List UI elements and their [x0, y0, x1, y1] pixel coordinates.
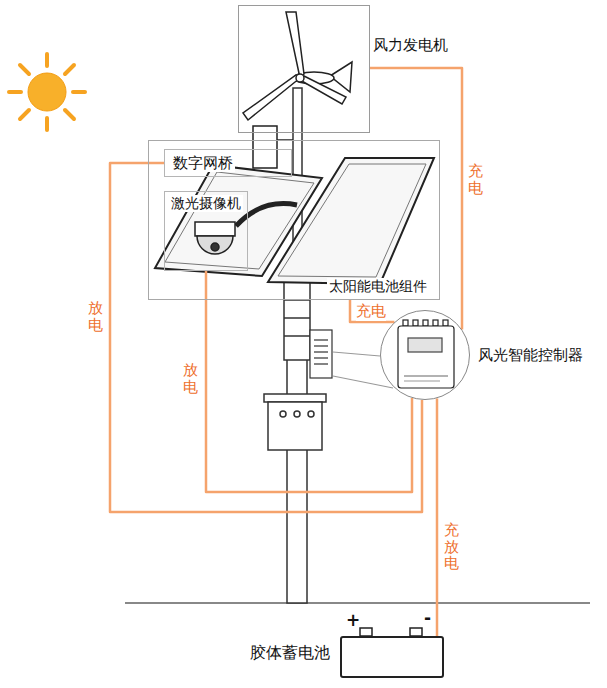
node-label: 风光智能控制器: [478, 346, 583, 364]
battery-terminals: [360, 628, 422, 636]
camera-box: 激光摄像机: [164, 191, 248, 271]
power-wire: [206, 271, 412, 492]
battery-body: 胶体蓄电池: [340, 636, 444, 678]
node-label: 胶体蓄电池: [250, 643, 330, 662]
node-label: 数字网桥: [171, 154, 235, 172]
solar-panel-box: 太阳能电池组件 数字网桥激光摄像机: [148, 140, 440, 300]
wire-label: 放电: [183, 362, 198, 395]
controller-device: [398, 320, 454, 388]
wire-label: 充电: [468, 163, 483, 196]
power-wire: [350, 300, 394, 322]
pole: [284, 88, 310, 603]
turbine-box: 风力发电机: [238, 5, 370, 133]
sun: [9, 54, 85, 130]
wire-label: 充电: [356, 302, 386, 321]
controller-box-on-pole: [310, 330, 332, 378]
pole-box: [264, 394, 326, 450]
power-wire: [436, 398, 439, 636]
wind-turbine: [243, 12, 352, 120]
node-label: 太阳能电池组件: [327, 278, 429, 295]
wire-label: 充放电: [444, 522, 459, 572]
power-wire: [110, 163, 422, 512]
plus-sign: +: [346, 610, 360, 630]
bridge-box: 数字网桥: [164, 149, 292, 177]
ground-line: [125, 602, 590, 604]
callout-leader: [333, 352, 393, 388]
wire-label: 放电: [88, 300, 103, 333]
minus-sign: -: [424, 608, 431, 628]
node-label: 风力发电机: [373, 36, 448, 54]
node-label: 激光摄像机: [169, 195, 243, 212]
controller-circle: 风光智能控制器: [380, 310, 470, 400]
